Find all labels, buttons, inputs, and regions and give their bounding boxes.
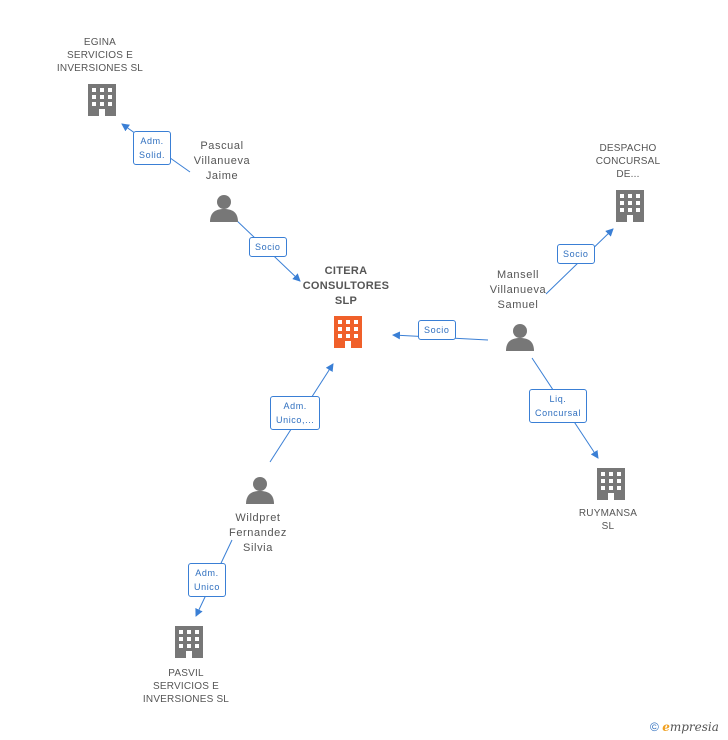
person-icon[interactable] (246, 477, 274, 504)
relation-label-socio-despacho[interactable]: Socio (557, 244, 595, 264)
person-icon[interactable] (210, 195, 238, 222)
relation-label-adm-unico-main[interactable]: Adm. Unico,... (270, 396, 321, 430)
node-label-mansell[interactable]: Mansell Villanueva Samuel (489, 269, 547, 311)
node-label-pasvil[interactable]: PASVIL SERVICIOS E INVERSIONES SL (142, 668, 230, 705)
node-label-ruymansa[interactable]: RUYMANSA SL (578, 508, 638, 532)
main-building-icon[interactable] (334, 316, 362, 348)
footer-branding: © empresia (650, 720, 719, 734)
building-icon[interactable] (616, 190, 644, 222)
relation-label-adm-solid[interactable]: Adm. Solid. (133, 131, 172, 165)
node-label-despacho[interactable]: DESPACHO CONCURSAL DE... (595, 143, 661, 180)
building-icon[interactable] (597, 468, 625, 500)
building-icon[interactable] (88, 84, 116, 116)
person-icon[interactable] (506, 324, 534, 351)
building-icon[interactable] (175, 626, 203, 658)
node-label-main[interactable]: CITERA CONSULTORES SLP (302, 265, 390, 307)
edges (121, 123, 614, 617)
brand-logo[interactable]: empresia (662, 720, 719, 734)
relation-label-socio-pascual[interactable]: Socio (249, 237, 287, 257)
node-label-pascual[interactable]: Pascual Villanueva Jaime (193, 140, 251, 182)
relation-label-socio-mansell[interactable]: Socio (418, 320, 456, 340)
node-label-egina[interactable]: EGINA SERVICIOS E INVERSIONES SL (56, 37, 144, 74)
relation-label-liq-concursal[interactable]: Liq. Concursal (529, 389, 587, 423)
node-label-wildpret[interactable]: Wildpret Fernandez Silvia (229, 512, 287, 554)
copyright-icon: © (650, 720, 659, 734)
relation-label-adm-unico-pasvil[interactable]: Adm. Unico (188, 563, 227, 597)
